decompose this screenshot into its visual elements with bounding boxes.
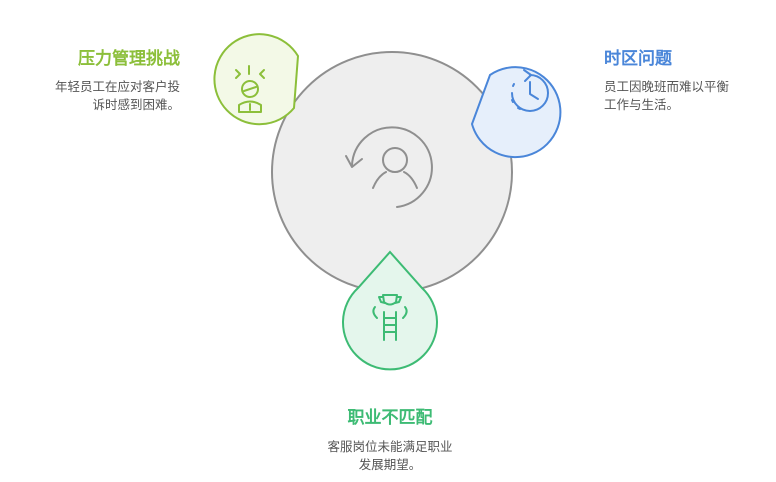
career-description: 客服岗位未能满足职业 发展期望。 — [290, 438, 490, 474]
timezone-title: 时区问题 — [604, 49, 672, 69]
stressed-person-icon — [235, 65, 265, 113]
career-teardrop — [342, 250, 438, 371]
timezone-desc-line-1: 员工因晚班而难以平衡 — [604, 79, 730, 94]
career-title: 职业不匹配 — [347, 408, 433, 428]
career-desc-line-1: 客服岗位未能满足职业 — [327, 439, 453, 454]
timezone-teardrop — [470, 66, 562, 159]
clock-cycle-icon — [511, 69, 549, 112]
trophy-ladder-icon — [372, 294, 408, 341]
career-desc-line-2: 发展期望。 — [358, 457, 422, 472]
user-cycle-icon — [345, 126, 433, 208]
pressure-desc-line-1: 年轻员工在应对客户投 — [54, 79, 180, 94]
timezone-desc-line-2: 工作与生活。 — [604, 97, 680, 112]
pressure-teardrop — [213, 33, 300, 126]
timezone-description: 员工因晚班而难以平衡 工作与生活。 — [604, 78, 729, 114]
pressure-desc-line-2: 诉时感到困难。 — [92, 97, 180, 112]
pressure-description: 年轻员工在应对客户投 诉时感到困难。 — [20, 78, 180, 114]
pressure-title: 压力管理挑战 — [78, 49, 180, 69]
